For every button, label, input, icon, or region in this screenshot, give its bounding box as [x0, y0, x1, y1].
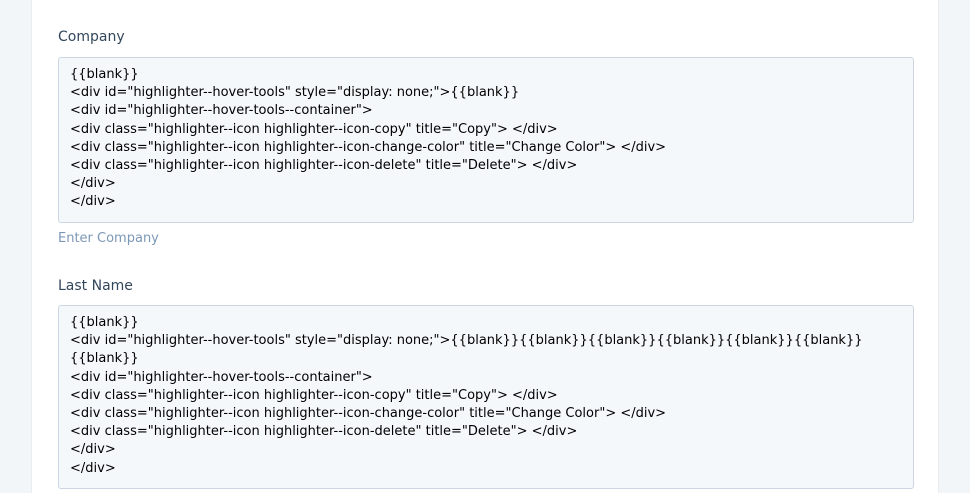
last-name-textarea[interactable]: {{blank}} <div id="highlighter--hover-to… [58, 305, 914, 489]
last-name-label: Last Name [58, 278, 133, 294]
company-label: Company [58, 29, 125, 45]
company-textarea[interactable]: {{blank}} <div id="highlighter--hover-to… [58, 57, 914, 223]
form-card: Company {{blank}} <div id="highlighter--… [31, 0, 939, 493]
company-help-text: Enter Company [58, 231, 159, 246]
